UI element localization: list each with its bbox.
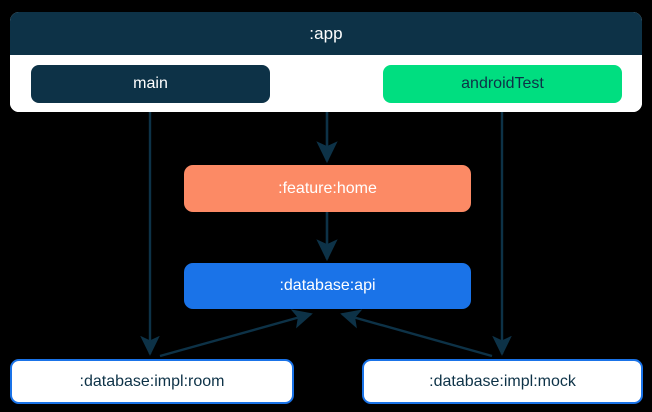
node-feature-home[interactable]: :feature:home — [184, 165, 471, 212]
node-database-impl-room-label: :database:impl:room — [79, 372, 225, 390]
node-database-impl-room[interactable]: :database:impl:room — [10, 359, 294, 404]
source-set-androidtest[interactable]: androidTest — [383, 65, 622, 103]
node-database-api[interactable]: :database:api — [184, 263, 471, 309]
node-app-label: :app — [10, 12, 642, 55]
source-set-main[interactable]: main — [31, 65, 270, 103]
source-set-main-label: main — [133, 75, 168, 92]
node-database-api-label: :database:api — [279, 277, 376, 294]
node-feature-home-label: :feature:home — [278, 179, 377, 197]
node-app[interactable]: :app main androidTest — [10, 12, 642, 112]
node-database-impl-mock[interactable]: :database:impl:mock — [362, 359, 643, 404]
node-database-impl-mock-label: :database:impl:mock — [429, 372, 576, 390]
edge-database-impl-mock-to-database-api — [340, 309, 493, 358]
app-source-sets: main androidTest — [10, 55, 642, 112]
source-set-androidtest-label: androidTest — [461, 75, 544, 92]
edge-database-impl-room-to-database-api — [159, 309, 313, 358]
